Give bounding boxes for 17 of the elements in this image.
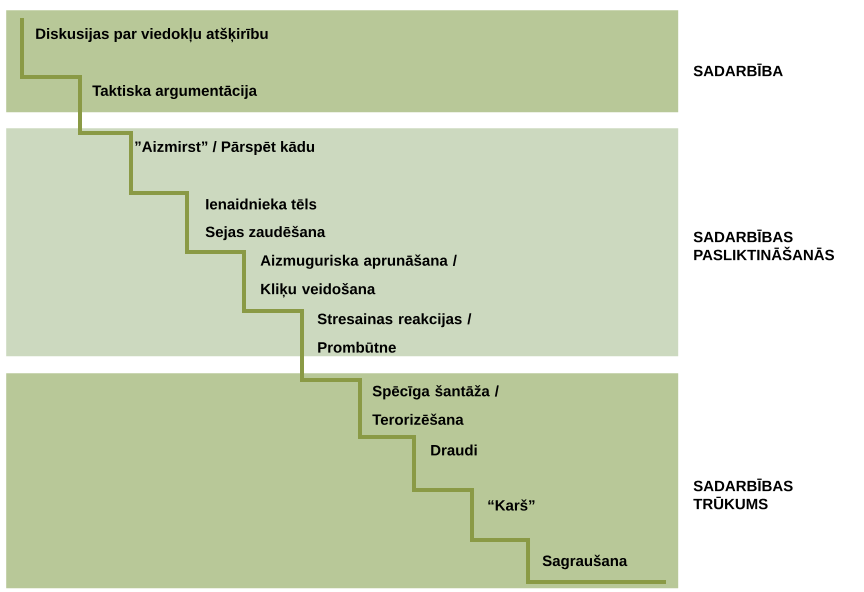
step-label: Spēcīga šantāža / Terorizēšana <box>372 385 499 425</box>
band <box>6 10 678 112</box>
step-label: “Karš” <box>488 499 534 511</box>
step-label: Sejas zaudēšana <box>206 226 326 240</box>
band-heading: SADARBĪBA <box>694 64 783 76</box>
step-label: Taktiska argumentācija <box>92 84 258 100</box>
band <box>6 128 678 356</box>
step-label: Draudi <box>431 444 477 456</box>
step-label: Sagraušana <box>542 554 628 570</box>
step-label: ”Aizmirst” / Pārspēt kādu <box>135 141 314 155</box>
band-heading: SADARBĪBAS TRŪKUMS <box>693 478 793 510</box>
step-label: Diskusijas par viedokļu atšķirību <box>36 28 268 42</box>
step-label: Stresainas reakcijas / Prombūtne <box>318 313 472 353</box>
step-label: Aizmuguriska aprunāšana / Kliķu veidošana <box>260 254 457 298</box>
step-label: Ienaidnieka tēls <box>206 198 316 210</box>
band <box>6 373 678 588</box>
band-heading: SADARBĪBAS PASLIKTINĀŠANĀS <box>694 230 834 260</box>
